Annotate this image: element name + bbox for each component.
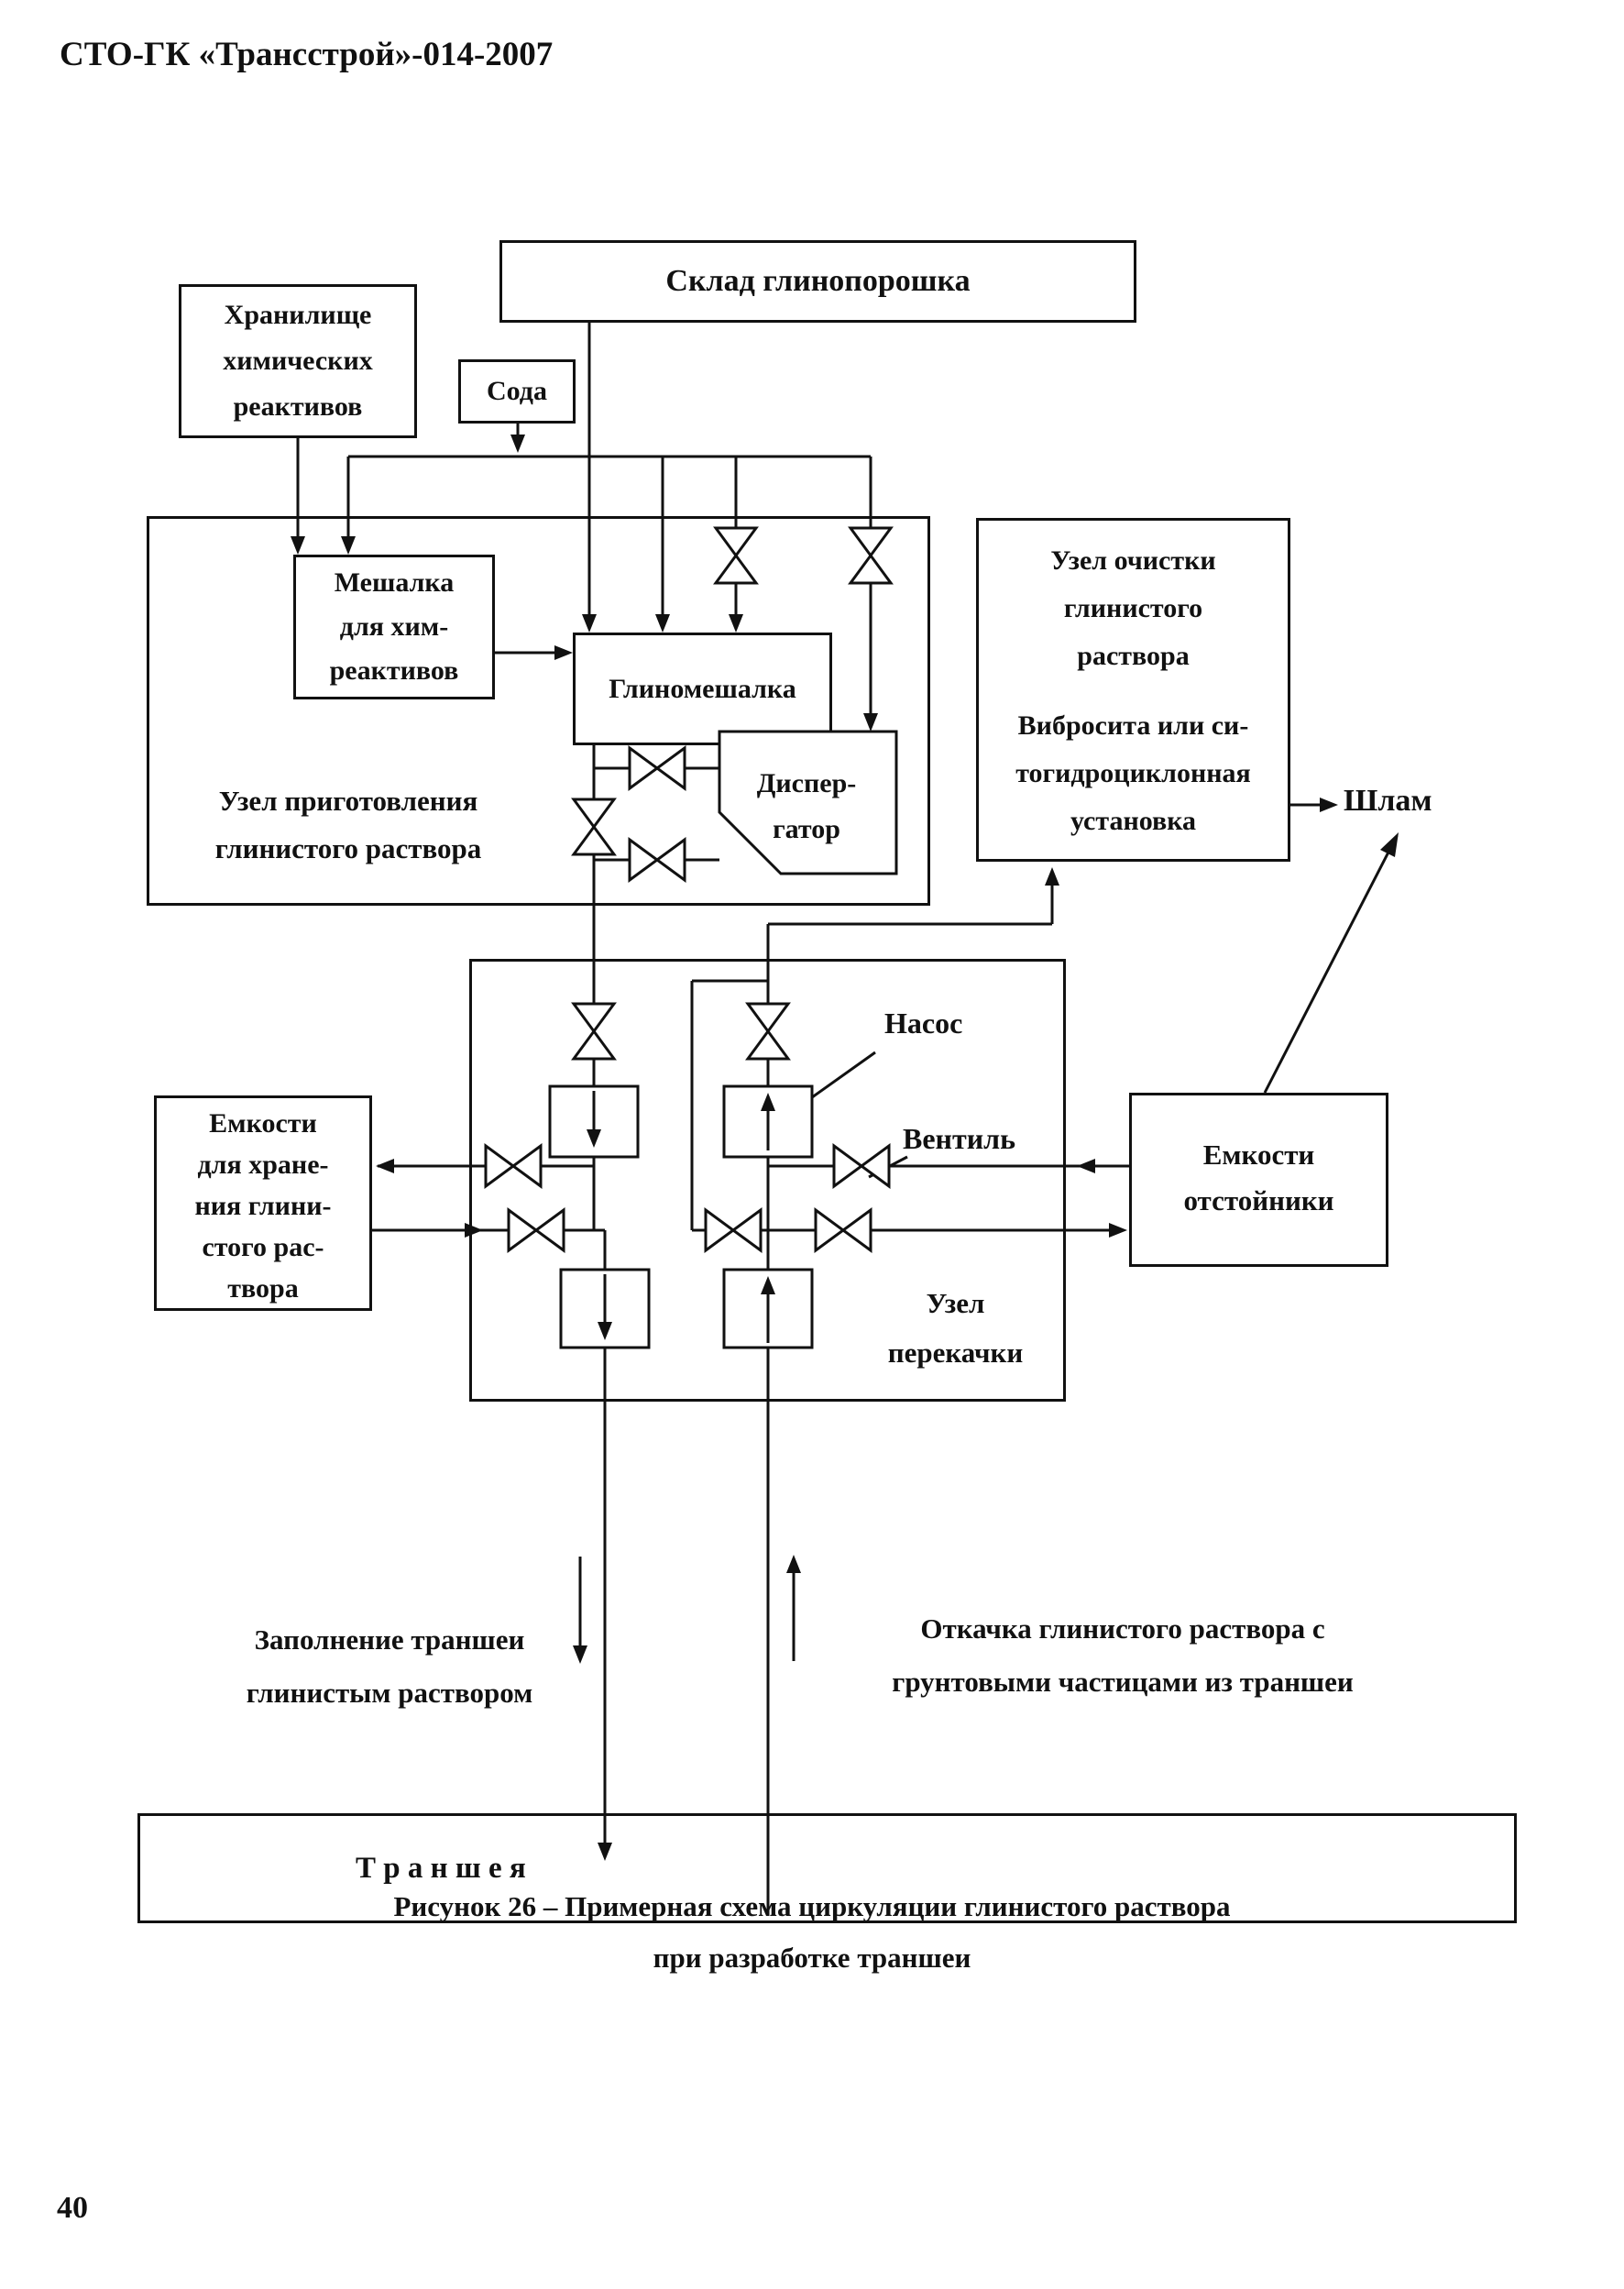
box-chemical-storage: Хранилище химических реактивов [179, 284, 417, 438]
valve-callout-label: Вентиль [903, 1122, 1016, 1155]
box-chem-mixer: Мешалка для хим- реактивов [293, 555, 495, 699]
arrow-up-icon [1045, 867, 1059, 886]
dispergator-label: Диспер- гатор [756, 768, 857, 844]
page-number: 40 [57, 2191, 88, 2225]
preparation-unit-label: Узел приготовления глинистого раствора [214, 785, 482, 864]
pumping-unit-label: Узел перекачки [887, 1287, 1024, 1369]
box-cleaning-unit: Узел очистки глинистого раствора Виброси… [976, 518, 1290, 862]
shlam-label: Шлам [1344, 784, 1432, 818]
pump-out-label: Откачка глинистого раствора с грунтовыми… [892, 1612, 1354, 1698]
box-trench: Т р а н ш е я [137, 1813, 1517, 1923]
arrow-down-icon [510, 435, 525, 453]
box-clay-mixer: Глиномешалка [573, 633, 832, 745]
fill-trench-label: Заполнение траншеи глинистым раствором [246, 1623, 533, 1709]
pump-callout-label: Насос [884, 1007, 963, 1040]
arrow-right-icon [1109, 1223, 1127, 1238]
arrow-down-icon [573, 1645, 587, 1664]
arrow-right-icon [1320, 798, 1338, 812]
box-settling-tanks: Емкости отстойники [1129, 1093, 1388, 1267]
box-soda: Сода [458, 359, 576, 424]
arrow-up-icon [786, 1555, 801, 1573]
document-header: СТО-ГК «Трансстрой»-014-2007 [60, 36, 554, 73]
box-clay-powder-warehouse: Склад глинопорошка [499, 240, 1136, 323]
box-preparation-unit [147, 516, 930, 906]
arrow-left-icon [1077, 1159, 1095, 1173]
arrow-left-icon [376, 1159, 394, 1173]
arrow-up-right-icon [1380, 832, 1399, 857]
figure-caption: Рисунок 26 – Примерная схема циркуляции … [393, 1890, 1231, 1974]
box-storage-tanks: Емкости для хране- ния глини- стого рас-… [154, 1095, 372, 1311]
